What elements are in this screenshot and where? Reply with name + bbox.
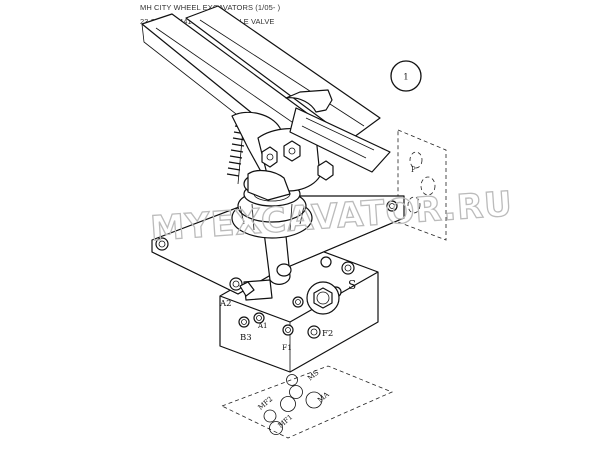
bottom-port-panel	[220, 365, 394, 439]
port-label-ms: MS	[306, 369, 320, 383]
callout-number: 1	[403, 73, 408, 83]
callout-1	[390, 60, 422, 92]
port-label-f2: F2	[322, 329, 333, 339]
hose-fitting	[239, 227, 292, 301]
port-label-p: P	[411, 166, 416, 174]
port-label-mf1: MF1	[277, 413, 295, 430]
pedal-assembly	[141, 5, 391, 201]
port-label-mf2: MF2	[257, 395, 275, 412]
port-label-s: S	[348, 278, 356, 292]
port-label-b3: B3	[240, 333, 252, 343]
diagram-title: MH CITY WHEEL EXCAVATORS (1/05- )	[140, 3, 281, 12]
port-label-f1: F1	[282, 343, 292, 352]
port-label-a1: A1	[257, 322, 268, 330]
side-port-panel	[397, 129, 447, 241]
port-label-ma: MA	[316, 390, 331, 405]
port-label-a2: A2	[219, 299, 232, 309]
